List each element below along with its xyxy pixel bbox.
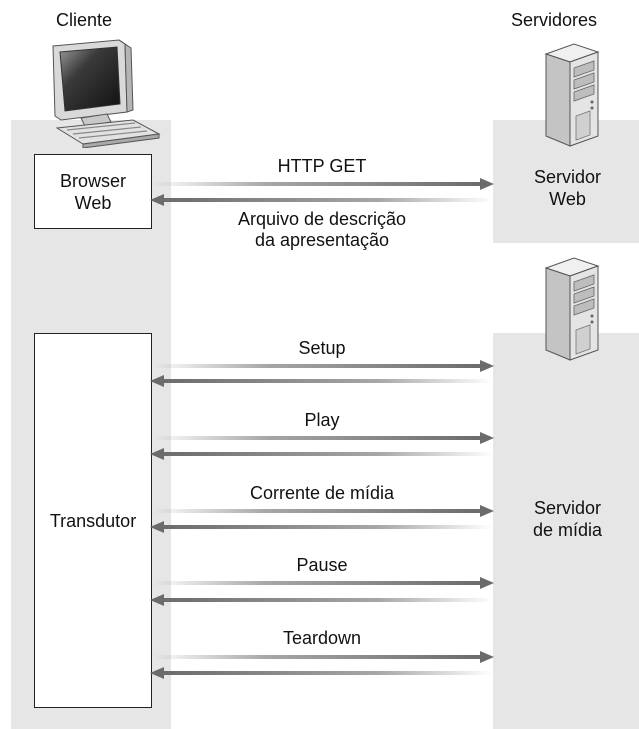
teardown-reply-arrow	[150, 667, 493, 679]
player-label: Transdutor	[49, 510, 137, 531]
pause-request-arrow	[152, 577, 494, 589]
media-stream-reply-arrow	[150, 521, 493, 533]
media-server-panel	[493, 333, 639, 729]
play-reply-arrow	[150, 448, 493, 460]
servers-title: Servidores	[511, 10, 598, 30]
player-box: Transdutor	[34, 333, 152, 708]
description-label: Arquivo de descrição da apresentação	[152, 209, 492, 251]
description-label-line1: Arquivo de descrição	[237, 209, 407, 229]
browser-label-line1: Browser	[59, 170, 126, 191]
media-server-icon	[544, 257, 600, 361]
http-get-label: HTTP GET	[277, 156, 367, 176]
setup-label: Setup	[298, 338, 346, 358]
web-server-label-line1: Servidor	[533, 167, 602, 187]
media-server-label: Servidor de mídia	[505, 497, 630, 541]
client-title: Cliente	[56, 10, 113, 30]
computer-icon	[52, 39, 161, 148]
teardown-label: Teardown	[282, 628, 362, 648]
media-stream-label: Corrente de mídia	[249, 483, 395, 503]
pause-label: Pause	[296, 555, 348, 575]
web-server-icon	[544, 43, 600, 147]
description-label-line2: da apresentação	[254, 230, 390, 250]
play-request-arrow	[152, 432, 494, 444]
teardown-request-arrow	[152, 651, 494, 663]
play-label: Play	[304, 410, 340, 430]
description-arrow	[150, 194, 493, 206]
media-server-label-line2: de mídia	[532, 520, 603, 540]
web-server-label-line2: Web	[549, 189, 586, 209]
pause-reply-arrow	[150, 594, 493, 606]
browser-label-line2: Web	[74, 192, 112, 213]
setup-reply-arrow	[150, 375, 493, 387]
web-server-label: Servidor Web	[505, 166, 630, 210]
media-server-label-line1: Servidor	[533, 498, 602, 518]
browser-box: Browser Web	[34, 154, 152, 229]
http-get-arrow	[152, 178, 494, 190]
setup-request-arrow	[152, 360, 494, 372]
media-stream-request-arrow	[152, 505, 494, 517]
